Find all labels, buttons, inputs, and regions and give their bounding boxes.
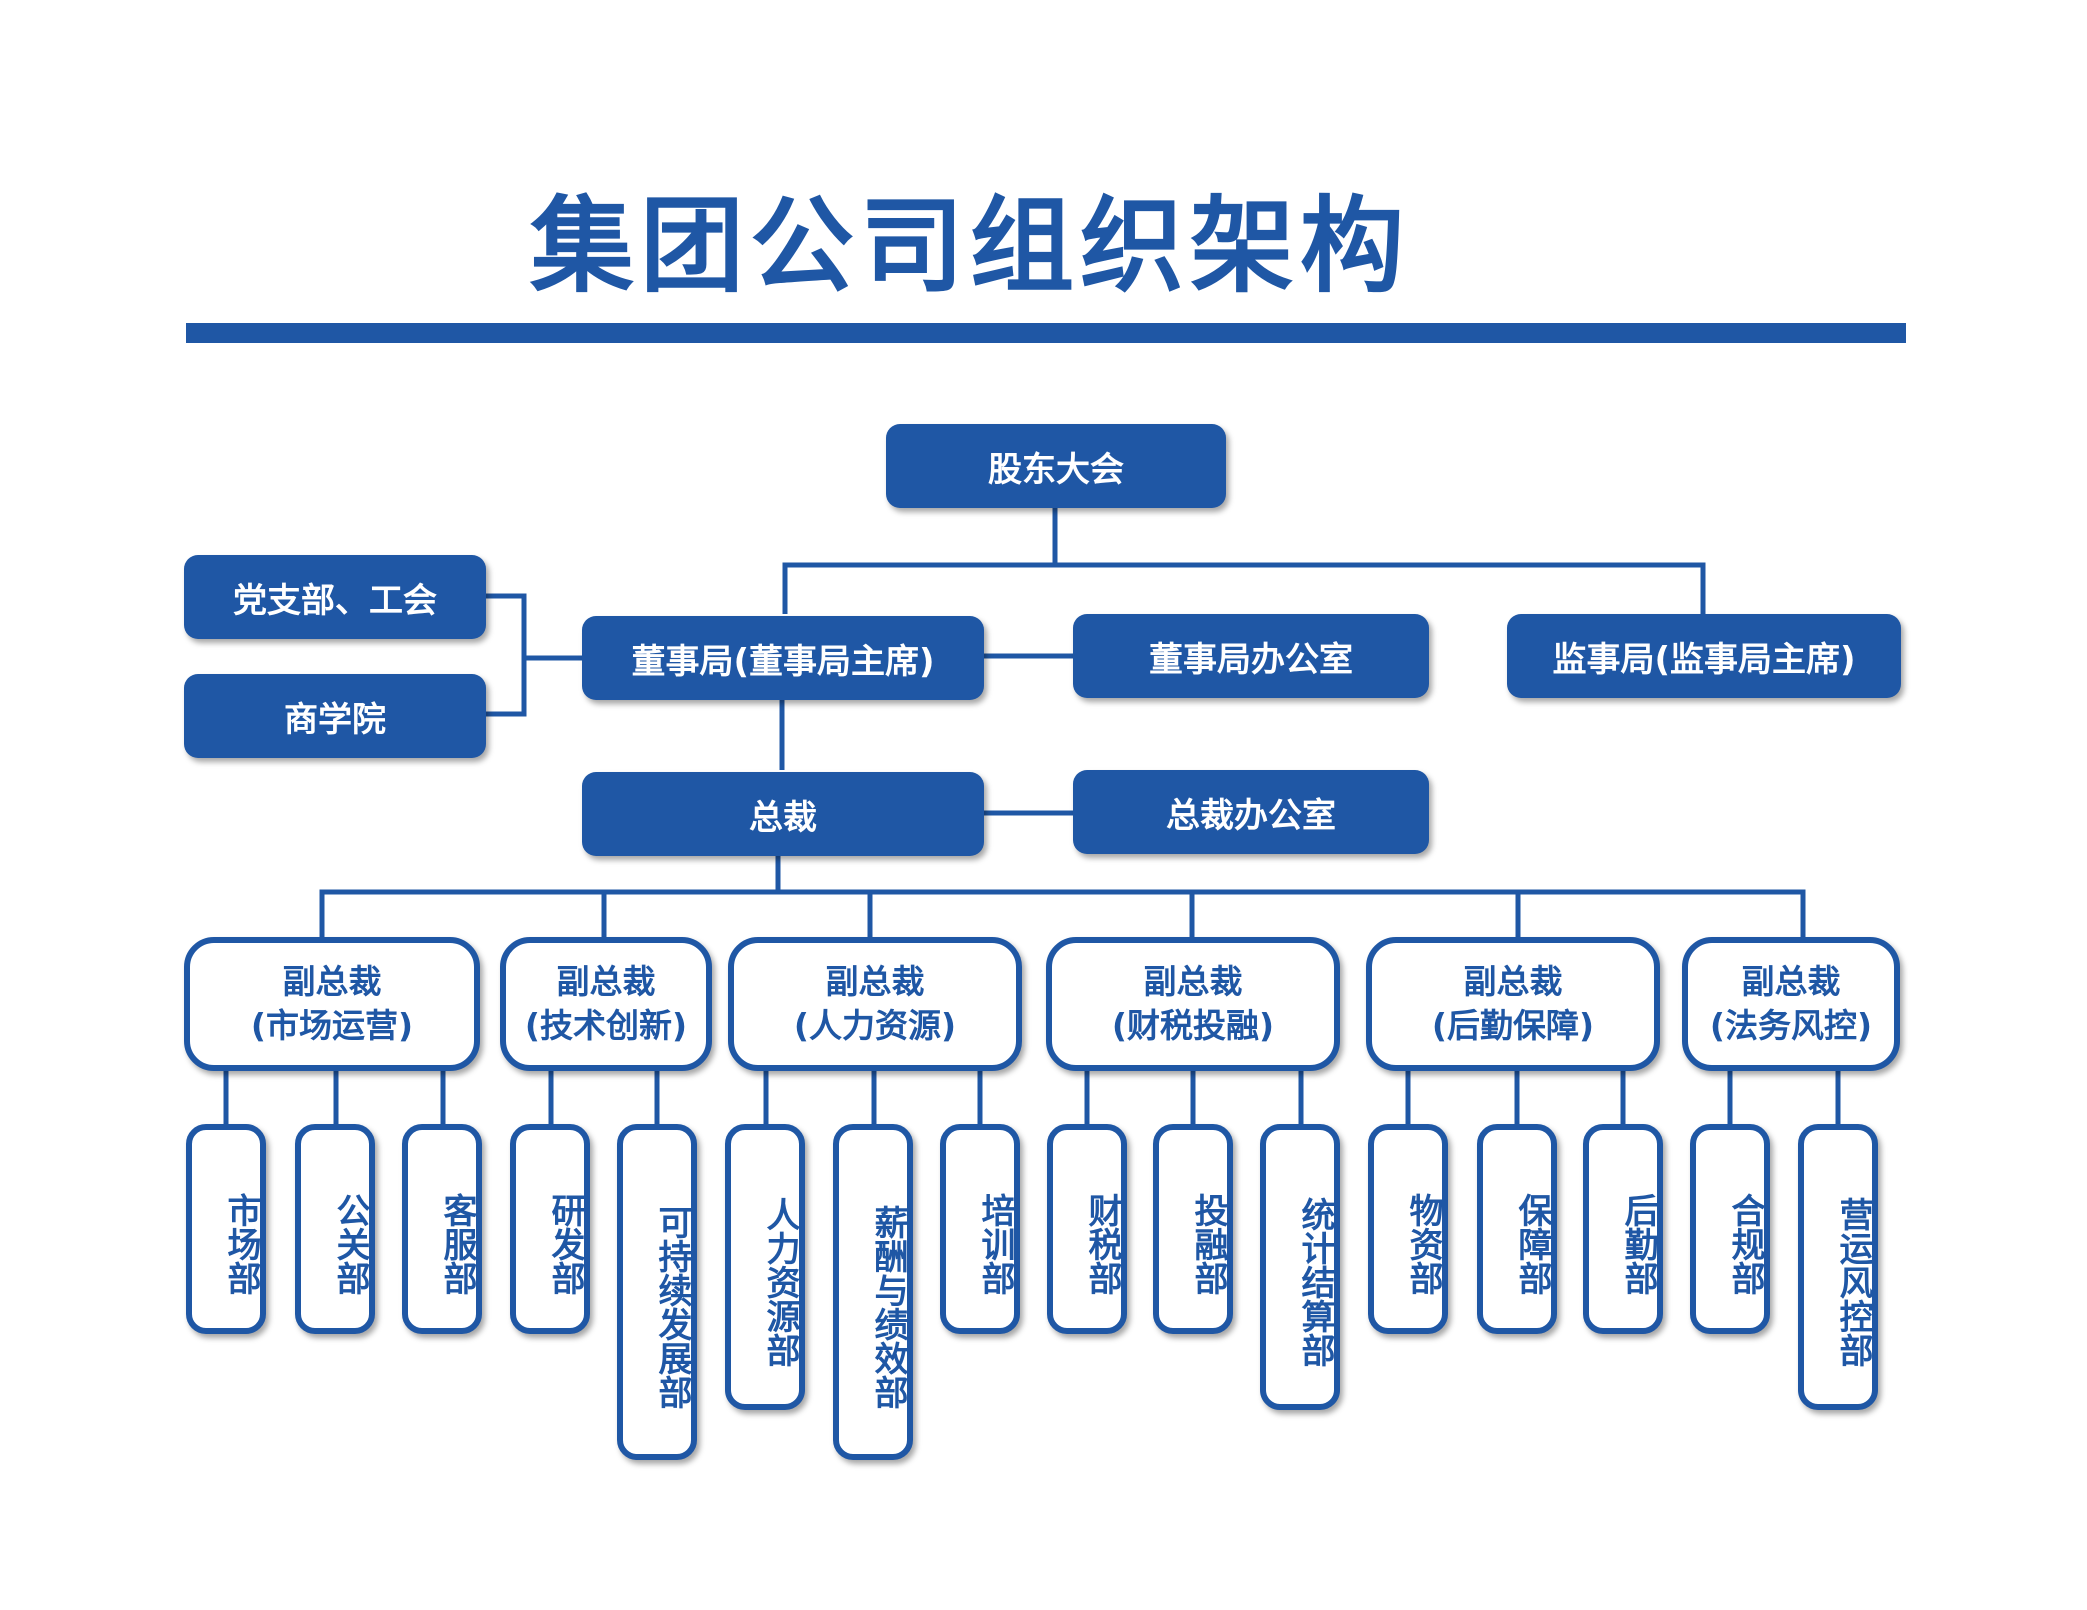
party-union-box: 党支部、工会	[184, 555, 486, 639]
connector-top-split	[782, 562, 1706, 614]
dept-finance-tax: 财税部	[1047, 1124, 1127, 1334]
vp-technology-box: 副总裁 (技术创新)	[500, 937, 712, 1071]
dept-public-relations: 公关部	[295, 1124, 375, 1334]
dept-compliance: 合规部	[1690, 1124, 1770, 1334]
vp-title: 副总裁	[556, 962, 656, 1001]
vp-marketing-box: 副总裁 (市场运营)	[184, 937, 480, 1071]
title-divider	[186, 323, 1906, 343]
dept-sustainability: 可持续发展部	[617, 1124, 697, 1460]
shareholders-meeting-box: 股东大会	[886, 424, 1226, 508]
vp-area: (技术创新)	[524, 1006, 688, 1045]
connector-vp-drops	[601, 892, 1521, 937]
vp-title: 副总裁	[282, 962, 382, 1001]
vp-legal-box: 副总裁 (法务风控)	[1682, 937, 1900, 1071]
vp-area: (法务风控)	[1709, 1006, 1873, 1045]
connector-vp-bus	[319, 854, 1806, 937]
vp-title: 副总裁	[1143, 962, 1243, 1001]
dept-investment: 投融部	[1153, 1124, 1233, 1334]
connector-dept-vp1	[223, 1068, 446, 1127]
vp-area: (财税投融)	[1111, 1006, 1275, 1045]
vp-title: 副总裁	[1463, 962, 1563, 1001]
vp-hr-box: 副总裁 (人力资源)	[728, 937, 1022, 1071]
vp-area: (市场运营)	[250, 1006, 414, 1045]
connector-left-bracket	[486, 593, 582, 717]
vp-area: (人力资源)	[793, 1006, 957, 1045]
dept-human-resources: 人力资源部	[725, 1124, 805, 1410]
supervisory-board-box: 监事局(监事局主席)	[1507, 614, 1901, 698]
vp-area: (后勤保障)	[1431, 1006, 1595, 1045]
dept-operation-risk: 营运风控部	[1798, 1124, 1878, 1410]
board-box: 董事局(董事局主席)	[582, 616, 984, 700]
connector-dept-vp5	[1405, 1068, 1626, 1127]
connector-dept-vp2	[548, 1068, 660, 1127]
board-office-box: 董事局办公室	[1073, 614, 1429, 698]
dept-training: 培训部	[940, 1124, 1020, 1334]
dept-materials: 物资部	[1368, 1124, 1448, 1334]
connector-dept-vp3	[763, 1068, 983, 1127]
vp-logistics-box: 副总裁 (后勤保障)	[1366, 937, 1660, 1071]
dept-compensation: 薪酬与绩效部	[833, 1124, 913, 1460]
dept-customer-service: 客服部	[402, 1124, 482, 1334]
dept-support: 保障部	[1477, 1124, 1557, 1334]
connector-dept-vp6	[1727, 1068, 1841, 1127]
page-title: 集团公司组织架构	[529, 185, 1410, 307]
business-school-box: 商学院	[184, 674, 486, 758]
vp-title: 副总裁	[1741, 962, 1841, 1001]
dept-marketing: 市场部	[186, 1124, 266, 1334]
dept-logistics: 后勤部	[1583, 1124, 1663, 1334]
vp-title: 副总裁	[825, 962, 925, 1001]
vp-finance-box: 副总裁 (财税投融)	[1046, 937, 1340, 1071]
dept-statistics-settlement: 统计结算部	[1260, 1124, 1340, 1410]
connector-dept-vp4	[1084, 1068, 1304, 1127]
president-box: 总裁	[582, 772, 984, 856]
president-office-box: 总裁办公室	[1073, 770, 1429, 854]
dept-rnd: 研发部	[510, 1124, 590, 1334]
